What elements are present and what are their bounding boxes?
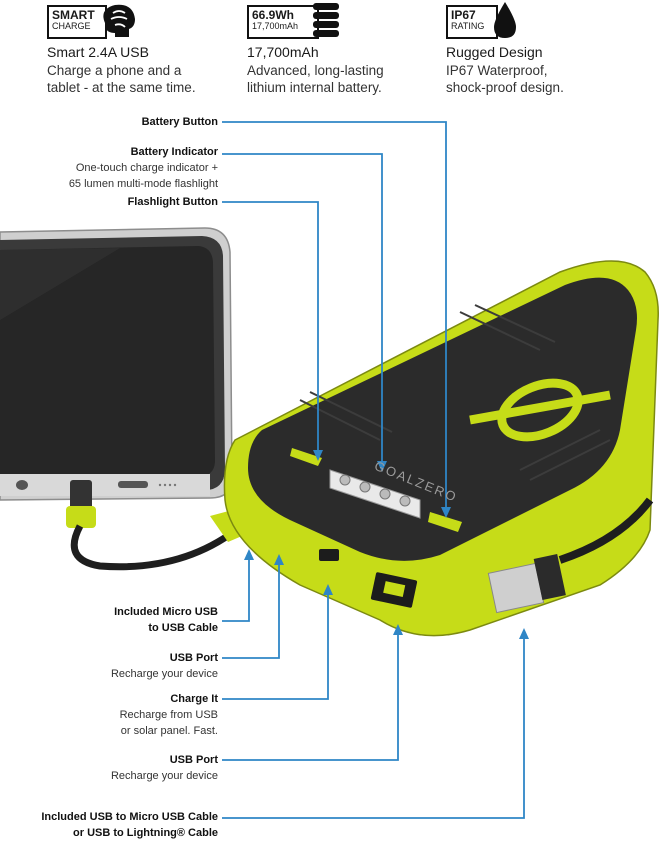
brain-icon xyxy=(103,4,135,37)
phone xyxy=(0,227,233,501)
callout-usb-port-1: USB Port xyxy=(169,652,218,664)
callout-flashlight-button: Flashlight Button xyxy=(127,196,218,208)
callout-micro-usb-cable-1: Included Micro USB xyxy=(114,606,218,618)
feature-title-capacity: 17,700mAh xyxy=(247,44,319,60)
callout-arrowheads xyxy=(244,450,529,639)
callout-lightning-cable-1: Included USB to Micro USB Cable xyxy=(41,811,218,823)
feature-title-smart: Smart 2.4A USB xyxy=(47,44,149,60)
goalzero-logo-icon xyxy=(469,378,611,442)
callout-charge-it-sub-2: or solar panel. Fast. xyxy=(120,725,218,737)
callout-usb-port-2: USB Port xyxy=(169,754,218,766)
callout-battery-button: Battery Button xyxy=(141,116,218,128)
callout-charge-it: Charge It xyxy=(170,693,218,705)
callout-battery-indicator-sub-2: 65 lumen multi-mode flashlight xyxy=(68,178,218,190)
callout-battery-indicator: Battery Indicator xyxy=(130,146,218,158)
callout-battery-indicator-sub-1: One-touch charge indicator + xyxy=(75,162,218,174)
feature-desc-capacity-2: lithium internal battery. xyxy=(247,80,382,95)
feature-desc-rugged-1: IP67 Waterproof, xyxy=(446,63,548,78)
callout-charge-it-sub-1: Recharge from USB xyxy=(119,709,218,721)
feature-desc-smart-2: tablet - at the same time. xyxy=(47,80,196,95)
battery-cells-icon xyxy=(313,3,339,37)
water-drop-icon xyxy=(494,2,516,38)
feature-desc-rugged-2: shock-proof design. xyxy=(446,80,564,95)
feature-title-rugged: Rugged Design xyxy=(446,44,543,60)
callout-lines xyxy=(222,121,525,819)
feature-desc-smart-1: Charge a phone and a xyxy=(47,63,182,78)
callout-micro-usb-cable-2: to USB Cable xyxy=(148,622,218,634)
callout-usb-port-1-sub: Recharge your device xyxy=(110,668,218,680)
callout-usb-port-2-sub: Recharge your device xyxy=(110,770,218,782)
smart-charge-badge: SMART CHARGE xyxy=(47,5,107,39)
feature-desc-capacity-1: Advanced, long-lasting xyxy=(247,63,384,78)
capacity-badge: 66.9Wh 17,700mAh xyxy=(247,5,319,39)
callout-lightning-cable-2: or USB to Lightning® Cable xyxy=(73,827,218,839)
ip67-badge: IP67 RATING xyxy=(446,5,498,39)
power-bank xyxy=(223,260,659,637)
